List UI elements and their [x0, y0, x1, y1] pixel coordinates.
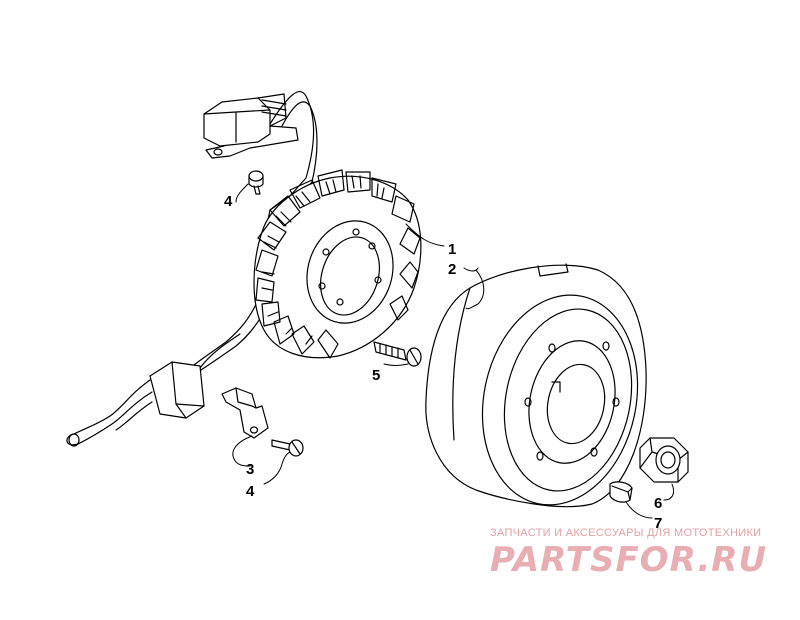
connector-screw-upper — [248, 170, 264, 195]
watermark-logo: PARTSFOR.RU — [490, 540, 768, 580]
callout-numbers: 1 2 3 4 4 5 6 7 — [224, 193, 662, 532]
watermark-tagline: ЗАПЧАСТИ И АКСЕССУАРЫ ДЛЯ МОТОТЕХНИКИ — [490, 527, 762, 539]
stator — [253, 169, 422, 359]
bracket-screw — [271, 439, 304, 457]
woodruff-key — [609, 481, 633, 503]
callout-2: 2 — [448, 261, 456, 278]
upper-connector — [203, 91, 318, 183]
callout-1: 1 — [448, 241, 456, 258]
callout-4-upper: 4 — [224, 193, 233, 210]
flywheel — [425, 263, 647, 508]
callout-5: 5 — [372, 367, 380, 384]
stator-screw — [373, 341, 422, 367]
lower-connector — [66, 361, 205, 447]
callout-4-lower: 4 — [246, 483, 255, 500]
leader-lines — [232, 183, 675, 519]
flywheel-nut — [639, 437, 689, 483]
callout-7: 7 — [654, 515, 662, 532]
lead-bracket — [221, 387, 269, 439]
callout-3: 3 — [246, 461, 254, 478]
callout-6: 6 — [654, 495, 662, 512]
